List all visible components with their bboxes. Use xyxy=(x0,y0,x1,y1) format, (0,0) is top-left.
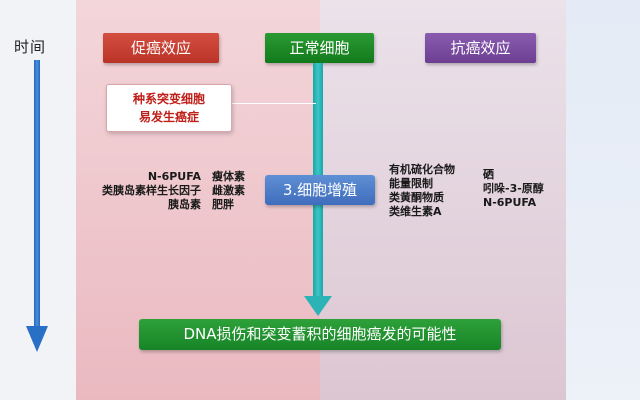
anti-factor-item: 有机硫化合物 xyxy=(389,163,455,176)
time-axis-label: 时间 xyxy=(14,38,47,56)
pro-factor-item: 雌激素 xyxy=(212,184,245,197)
time-down-arrow-icon xyxy=(26,60,48,352)
anti-cancer-effect-header: 抗癌效应 xyxy=(425,33,536,63)
cancer-likelihood-result-box: DNA损伤和突变蓄积的细胞癌发的可能性 xyxy=(139,319,501,350)
normal-cell-header: 正常细胞 xyxy=(265,33,374,63)
stem-arrowhead-icon xyxy=(304,296,332,316)
germline-line2: 易发生癌症 xyxy=(138,110,199,124)
anti-factor-item: 吲哚-3-原醇 xyxy=(483,182,544,195)
pro-factor-item: 肥胖 xyxy=(212,198,234,211)
pro-cancer-effect-header: 促癌效应 xyxy=(103,33,219,63)
germline-line1: 种系突变细胞 xyxy=(132,92,205,106)
pro-factors-column-1: N-6PUFA 类胰岛素样生长因子 胰岛素 xyxy=(86,170,201,212)
anti-factors-column-1: 有机硫化合物 能量限制 类黄酮物质 类维生素A xyxy=(389,163,479,219)
pro-factors-column-2: 瘦体素 雌激素 肥胖 xyxy=(212,170,256,212)
pro-factor-item: N-6PUFA xyxy=(147,170,201,183)
anti-factor-item: N-6PUFA xyxy=(483,196,537,209)
anti-factor-item: 硒 xyxy=(483,168,494,181)
germline-mutation-box: 种系突变细胞 易发生癌症 xyxy=(106,84,232,132)
anti-factor-item: 能量限制 xyxy=(389,177,433,190)
anti-factor-item: 类黄酮物质 xyxy=(389,191,444,204)
germline-connector-line xyxy=(232,103,316,104)
anti-factor-item: 类维生素A xyxy=(389,205,442,218)
pro-factor-item: 胰岛素 xyxy=(168,198,201,211)
cell-proliferation-box: 3.细胞增殖 xyxy=(265,175,375,205)
anti-factors-column-2: 硒 吲哚-3-原醇 N-6PUFA xyxy=(483,168,563,210)
background-right-panel xyxy=(566,0,640,400)
pro-factor-item: 瘦体素 xyxy=(212,170,245,183)
pro-factor-item: 类胰岛素样生长因子 xyxy=(102,184,201,197)
